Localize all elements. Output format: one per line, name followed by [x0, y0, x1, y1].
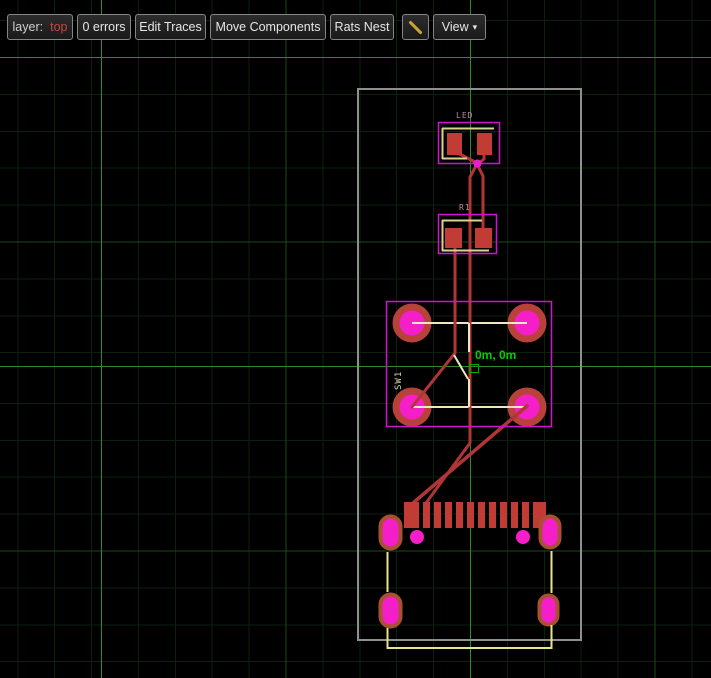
- cursor-origin-marker: [469, 364, 479, 373]
- trace-led-to-r1[interactable]: [475, 162, 485, 233]
- view-label: View: [441, 20, 469, 34]
- usb-pin[interactable]: [467, 502, 474, 528]
- edit-traces-button[interactable]: Edit Traces: [135, 14, 206, 40]
- copper-traces[interactable]: [410, 149, 529, 505]
- draw-trace-icon: [408, 19, 423, 35]
- usb-pin[interactable]: [478, 502, 485, 528]
- errors-button[interactable]: 0 errors: [77, 14, 131, 40]
- usb-silkscreen: [386, 551, 553, 649]
- usb-mount-pad[interactable]: [538, 514, 562, 550]
- component-r1[interactable]: [437, 213, 498, 255]
- usb-pin[interactable]: [500, 502, 507, 528]
- component-usb[interactable]: [378, 502, 562, 649]
- usb-pin[interactable]: [423, 502, 430, 528]
- usb-pins[interactable]: [404, 502, 546, 528]
- view-dropdown-button[interactable]: View ▾: [433, 14, 486, 40]
- cursor-coordinates-readout: 0m, 0m: [475, 348, 517, 362]
- led-silkscreen: [441, 127, 494, 160]
- component-sw1[interactable]: [385, 300, 553, 428]
- usb-mount-pad[interactable]: [378, 592, 403, 629]
- sw1-outline[interactable]: [385, 300, 553, 428]
- move-components-label: Move Components: [215, 20, 321, 34]
- led-outline[interactable]: [437, 121, 501, 165]
- sw1-ref-label: SW1: [394, 370, 404, 390]
- rats-nest-button[interactable]: Rats Nest: [330, 14, 394, 40]
- led-ref-label: LED: [456, 111, 474, 120]
- usb-pin[interactable]: [511, 502, 518, 528]
- usb-alignment-hole[interactable]: [516, 530, 530, 544]
- usb-pin[interactable]: [434, 502, 441, 528]
- usb-alignment-hole[interactable]: [410, 530, 424, 544]
- board-outline[interactable]: [357, 88, 582, 641]
- usb-pin[interactable]: [456, 502, 463, 528]
- chevron-down-icon: ▾: [472, 21, 478, 32]
- r1-outline[interactable]: [437, 213, 498, 255]
- usb-pin[interactable]: [489, 502, 496, 528]
- r1-pad-left[interactable]: [445, 228, 462, 248]
- draw-trace-button[interactable]: [402, 14, 429, 40]
- layer-label: layer:: [12, 20, 44, 34]
- component-led[interactable]: [437, 121, 501, 168]
- led-pad-left[interactable]: [447, 133, 462, 155]
- r1-ref-label: R1: [459, 203, 471, 212]
- edit-traces-label: Edit Traces: [139, 20, 202, 34]
- usb-mount-pad[interactable]: [537, 593, 560, 627]
- move-components-button[interactable]: Move Components: [210, 14, 326, 40]
- layer-value: top: [50, 20, 68, 34]
- usb-pin[interactable]: [445, 502, 452, 528]
- errors-label: 0 errors: [82, 20, 126, 34]
- usb-pin[interactable]: [404, 502, 419, 528]
- layer-indicator-button[interactable]: layer: top: [7, 14, 73, 40]
- trace-r1-to-sw1[interactable]: [410, 245, 457, 409]
- rats-nest-label: Rats Nest: [334, 20, 390, 34]
- r1-silkscreen: [441, 219, 489, 252]
- trace-sw1-to-usb[interactable]: [411, 404, 529, 505]
- sw1-switch-symbol: [453, 323, 470, 407]
- led-pad-right[interactable]: [477, 133, 492, 155]
- r1-pad-right[interactable]: [475, 228, 492, 248]
- usb-pin[interactable]: [522, 502, 529, 528]
- usb-mount-pad[interactable]: [378, 514, 403, 551]
- led-junction-via[interactable]: [473, 159, 482, 168]
